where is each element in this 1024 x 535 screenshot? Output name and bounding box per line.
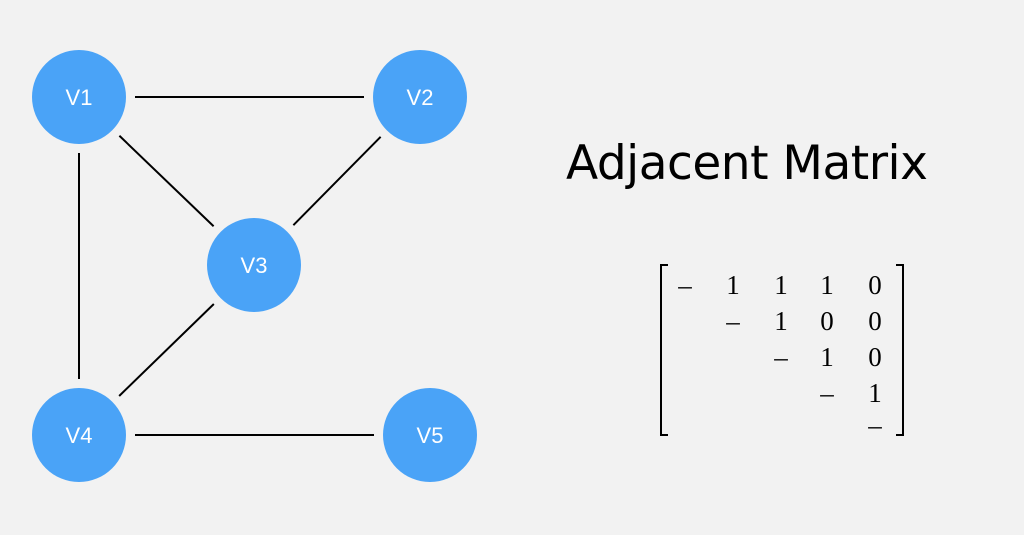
matrix-cell: 1 [774, 306, 788, 336]
matrix-cell: 0 [820, 306, 834, 336]
matrix-cell: 1 [820, 342, 834, 372]
matrix-cell: 0 [868, 342, 882, 372]
edge-v2-v3 [292, 136, 382, 226]
edge-v1-v3 [118, 135, 215, 227]
node-label: V1 [66, 85, 93, 110]
diagram-title: Adjacent Matrix [566, 136, 928, 191]
matrix-cell: 1 [868, 378, 882, 408]
matrix-cell: 1 [820, 270, 834, 300]
node-circle [373, 50, 467, 144]
node-circle [32, 388, 126, 482]
matrix-cell: – [868, 410, 882, 440]
matrix-cell: – [678, 270, 692, 300]
matrix-cell: – [820, 378, 834, 408]
node-v4: V4 [32, 388, 126, 482]
graph-edges [78, 96, 382, 436]
node-v5: V5 [383, 388, 477, 482]
matrix-cell: 1 [726, 270, 740, 300]
matrix-cell: 1 [774, 270, 788, 300]
node-v3: V3 [207, 218, 301, 312]
node-circle [32, 50, 126, 144]
node-label: V5 [417, 423, 444, 448]
matrix-left-bracket [660, 264, 668, 436]
node-label: V3 [241, 253, 268, 278]
node-v1: V1 [32, 50, 126, 144]
matrix-cell: – [726, 306, 740, 336]
node-circle [207, 218, 301, 312]
matrix-cell: 0 [868, 306, 882, 336]
node-circle [383, 388, 477, 482]
matrix-right-bracket [896, 264, 904, 436]
node-label: V2 [407, 85, 434, 110]
node-v2: V2 [373, 50, 467, 144]
matrix-cell: 0 [868, 270, 882, 300]
edge-v3-v4 [118, 303, 215, 397]
node-label: V4 [66, 423, 93, 448]
matrix-cell: – [774, 342, 788, 372]
